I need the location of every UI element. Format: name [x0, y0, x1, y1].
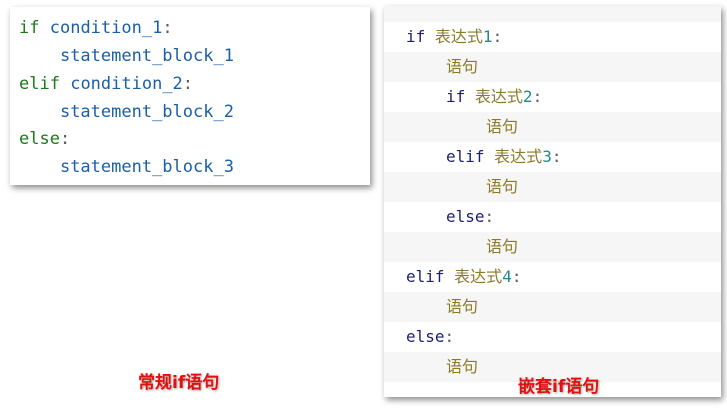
colon: : — [484, 207, 495, 226]
colon: : — [182, 74, 194, 94]
caption-nested-if: 嵌套if语句 — [518, 377, 600, 397]
colon: : — [551, 147, 562, 166]
code-line-stmt: 语句 — [486, 237, 518, 257]
keyword-elif: elif — [19, 74, 60, 94]
code-line-block-3: statement_block_3 — [19, 157, 234, 177]
keyword-if: if — [19, 18, 40, 38]
colon: : — [492, 27, 503, 46]
expression: 表达式 — [494, 147, 543, 166]
keyword-if: if — [446, 87, 466, 106]
keyword-else: else — [406, 327, 445, 346]
stripe — [384, 112, 721, 142]
code-line-block-2: statement_block_2 — [19, 102, 234, 122]
code-line-if-2: if 表达式2: — [446, 87, 542, 107]
code-line-if-1: if 表达式1: — [406, 27, 502, 47]
code-line-stmt: 语句 — [446, 57, 478, 77]
colon: : — [532, 87, 543, 106]
code-line-else-inner: else: — [446, 207, 494, 227]
expression-number: 1 — [482, 27, 493, 46]
statement: 语句 — [486, 177, 519, 196]
statement: 语句 — [446, 357, 479, 376]
stripe — [384, 172, 721, 202]
keyword-elif: elif — [406, 267, 445, 286]
code-line-elif: elif condition_2: — [19, 74, 193, 94]
statement: 语句 — [486, 117, 519, 136]
condition-1: condition_1 — [49, 18, 163, 38]
statement: 语句 — [486, 237, 519, 256]
stripe — [384, 202, 721, 232]
colon: : — [444, 327, 455, 346]
code-line-block-1: statement_block_1 — [19, 46, 234, 66]
stripe — [384, 232, 721, 262]
keyword-if: if — [406, 27, 426, 46]
keyword-elif: elif — [446, 147, 485, 166]
expression: 表达式 — [454, 267, 503, 286]
expression-number: 4 — [502, 267, 512, 286]
condition-2: condition_2 — [70, 74, 183, 94]
expression: 表达式 — [434, 27, 483, 46]
expression-number: 2 — [522, 87, 533, 106]
code-line-else: else: — [19, 129, 70, 149]
code-line-elif-4: elif 表达式4: — [406, 267, 521, 287]
nested-if-code-panel: if 表达式1: 语句 if 表达式2: 语句 elif 表达式3: 语句 el… — [384, 6, 721, 397]
expression-number: 3 — [542, 147, 552, 166]
stripe — [384, 352, 721, 382]
stripe — [384, 6, 721, 22]
statement: 语句 — [446, 57, 479, 76]
code-line-stmt: 语句 — [486, 117, 518, 137]
statement-block-2: statement_block_2 — [59, 102, 234, 122]
caption-regular-if: 常规if语句 — [138, 373, 220, 393]
code-line-elif-3: elif 表达式3: — [446, 147, 561, 167]
code-line-else-outer: else: — [406, 327, 454, 347]
stripe — [384, 292, 721, 322]
code-line-stmt: 语句 — [446, 357, 478, 377]
expression: 表达式 — [474, 87, 523, 106]
keyword-else: else — [446, 207, 485, 226]
code-line-stmt: 语句 — [486, 177, 518, 197]
keyword-else: else — [19, 129, 60, 149]
statement-block-1: statement_block_1 — [59, 46, 234, 66]
colon: : — [59, 129, 71, 149]
statement: 语句 — [446, 297, 479, 316]
colon: : — [511, 267, 522, 286]
stripe — [384, 82, 721, 112]
regular-if-code-panel: if condition_1: statement_block_1 elif c… — [10, 7, 370, 185]
colon: : — [162, 18, 173, 38]
code-line-if: if condition_1: — [19, 18, 173, 38]
statement-block-3: statement_block_3 — [59, 157, 234, 177]
stripe — [384, 52, 721, 82]
code-line-stmt: 语句 — [446, 297, 478, 317]
